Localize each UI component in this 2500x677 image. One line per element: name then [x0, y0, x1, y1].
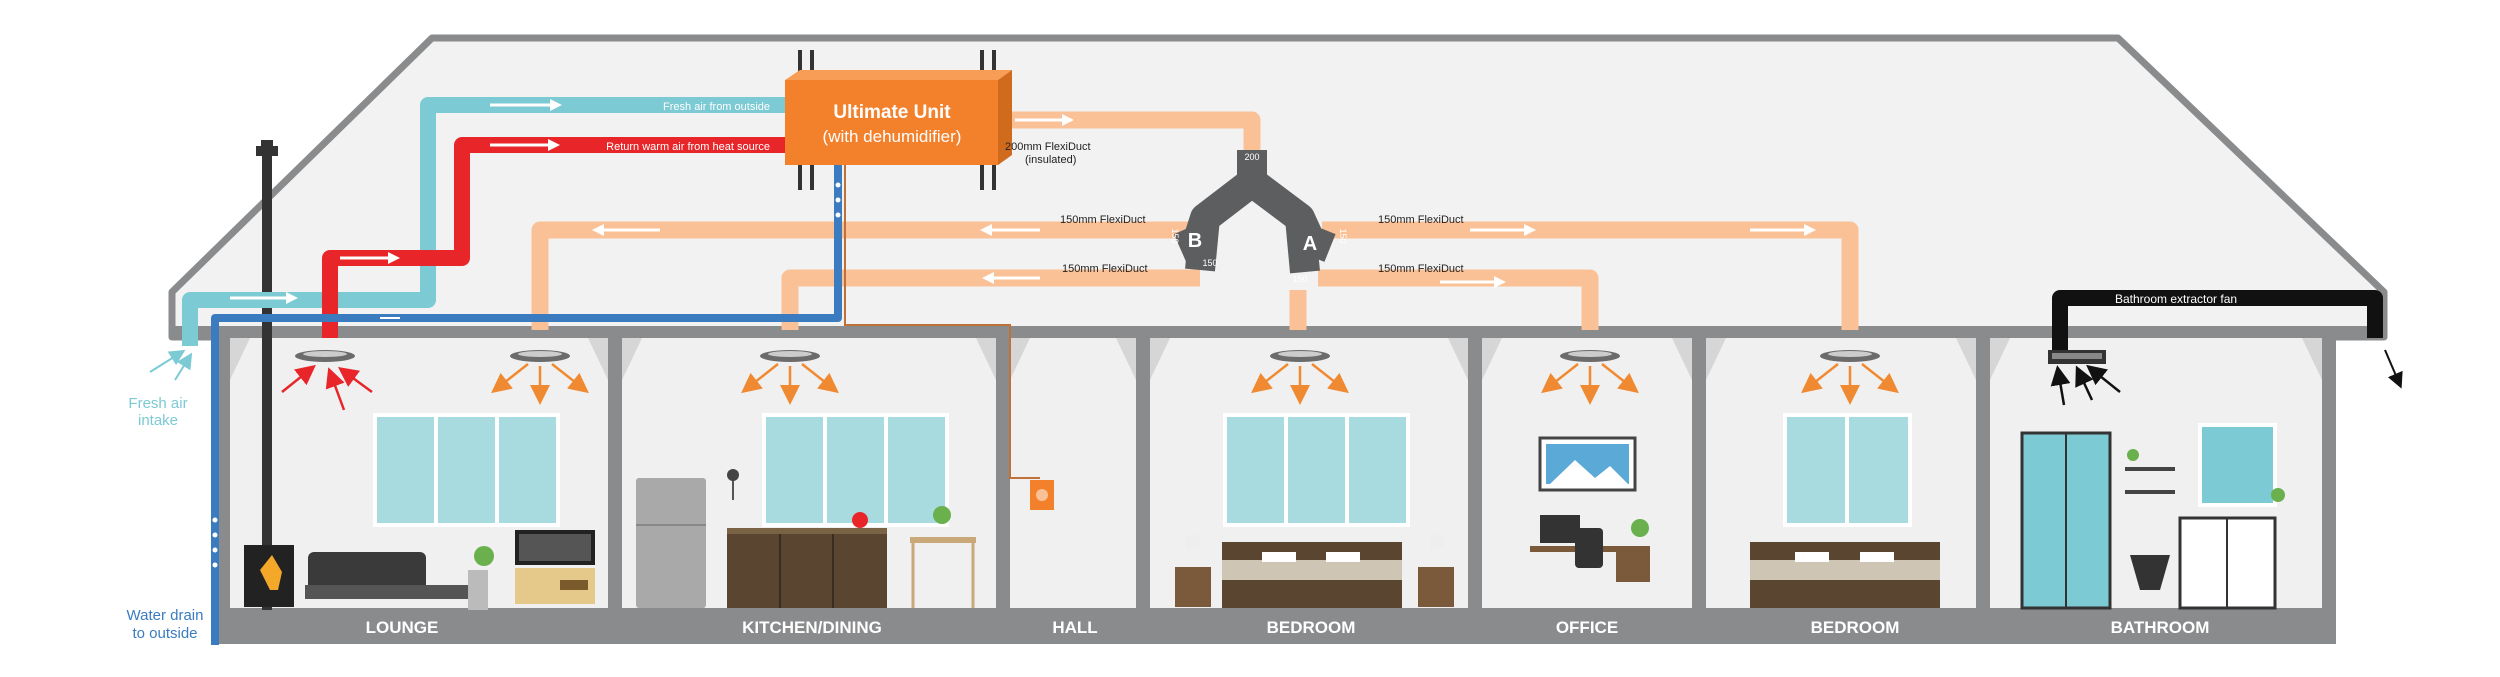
warm-air-arrows	[281, 364, 373, 411]
branch-a-lower-label: 150mm FlexiDuct	[1378, 263, 1464, 275]
ceiling-diffusers	[295, 350, 1880, 362]
water-drain-label-1: Water drain	[127, 607, 204, 624]
room-label-hall: HALL	[1052, 618, 1097, 637]
junction-size-a-upper: 150	[1338, 228, 1348, 243]
junction-size-top: 200	[1244, 152, 1259, 162]
ultimate-unit: Ultimate Unit (with dehumidifier)	[785, 50, 1012, 190]
water-drain-line	[211, 160, 842, 645]
room-label-bathroom: BATHROOM	[2111, 618, 2210, 637]
branch-b-lower-label: 150mm FlexiDuct	[1062, 263, 1148, 275]
junction-size-b-lower: 150	[1202, 258, 1217, 268]
fresh-air-intake-label-2: intake	[138, 412, 178, 429]
branch-b-upper-label: 150mm FlexiDuct	[1060, 214, 1146, 226]
distribution-junctions: B A 200 150 150 150 150	[1170, 150, 1348, 284]
junction-size-b-upper: 150	[1170, 228, 1180, 243]
bathroom-furniture	[2020, 431, 2285, 610]
ceiling-band	[172, 326, 2384, 338]
windows	[373, 413, 2277, 527]
unit-subtitle: (with dehumidifier)	[823, 127, 962, 146]
main-duct-label-1: 200mm FlexiDuct	[1005, 141, 1091, 153]
kitchen-furniture	[636, 469, 976, 608]
hall-control-line	[844, 160, 1040, 479]
bathroom-extractor-fan: Bathroom extractor fan	[2048, 290, 2403, 406]
water-drain-label-2: to outside	[132, 625, 197, 642]
chimney	[256, 140, 278, 610]
room-labels: LOUNGE KITCHEN/DINING HALL BEDROOM OFFIC…	[366, 618, 2210, 637]
return-air-duct-label: Return warm air from heat source	[606, 141, 770, 153]
lounge-furniture	[244, 530, 595, 610]
junction-a-label: A	[1303, 233, 1317, 255]
return-warm-duct: Return warm air from heat source	[322, 137, 790, 338]
unit-title: Ultimate Unit	[833, 102, 951, 123]
supply-air-arrows	[491, 363, 1899, 405]
fresh-intake-arrows	[149, 349, 193, 381]
fresh-air-duct: Fresh air from outside	[182, 97, 790, 346]
floor-band	[216, 608, 2336, 644]
junction-size-a-lower: 150	[1292, 274, 1307, 284]
main-duct-label-2: (insulated)	[1025, 154, 1076, 166]
branch-a-upper-label: 150mm FlexiDuct	[1378, 214, 1464, 226]
room-label-kitchen-dining: KITCHEN/DINING	[742, 618, 882, 637]
room-label-bedroom-1: BEDROOM	[1267, 618, 1356, 637]
extractor-fan-label: Bathroom extractor fan	[2115, 292, 2237, 306]
room-label-bedroom-2: BEDROOM	[1811, 618, 1900, 637]
room-label-lounge: LOUNGE	[366, 618, 439, 637]
room-label-office: OFFICE	[1556, 618, 1618, 637]
office-furniture	[1530, 436, 1650, 582]
fresh-air-duct-label: Fresh air from outside	[663, 101, 770, 113]
bedroom-1-furniture	[1175, 535, 1454, 608]
junction-b-label: B	[1188, 230, 1202, 252]
bedroom-2-furniture	[1750, 542, 1940, 608]
fresh-air-intake-label-1: Fresh air	[128, 395, 187, 412]
supply-flow-arrows	[592, 114, 1816, 288]
